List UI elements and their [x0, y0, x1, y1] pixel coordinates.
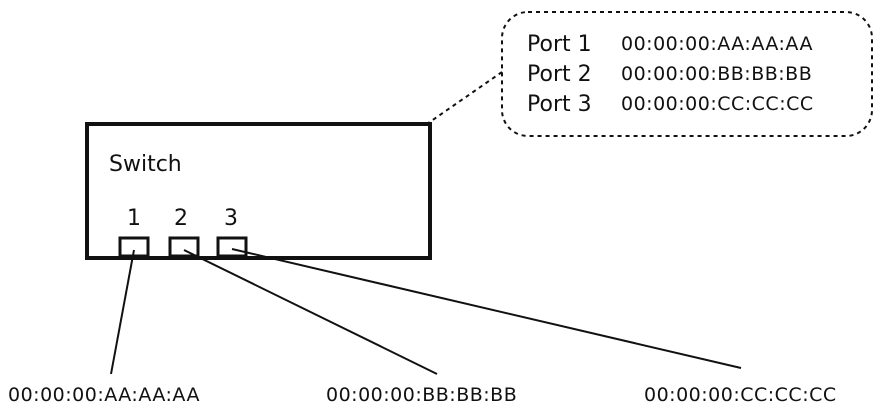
- switch-box: [85, 122, 432, 260]
- switch-label: Switch: [109, 152, 182, 177]
- port-socket-3: [216, 236, 248, 258]
- host-mac-1: 00:00:00:AA:AA:AA: [8, 384, 200, 406]
- mac-table-port-2: Port 2: [527, 62, 592, 87]
- mac-table-mac-2: 00:00:00:BB:BB:BB: [621, 63, 812, 85]
- cable-port-2: [183, 249, 438, 375]
- mac-table-callout: [501, 11, 873, 137]
- port-number-1: 1: [127, 206, 141, 231]
- cable-port-1: [110, 249, 135, 375]
- mac-table-mac-3: 00:00:00:CC:CC:CC: [621, 93, 814, 115]
- port-number-2: 2: [174, 206, 188, 231]
- port-socket-1: [118, 236, 150, 258]
- mac-table-mac-1: 00:00:00:AA:AA:AA: [621, 33, 813, 55]
- mac-table-port-3: Port 3: [527, 92, 592, 117]
- host-mac-2: 00:00:00:BB:BB:BB: [326, 384, 517, 406]
- cable-port-3: [231, 248, 742, 369]
- port-number-3: 3: [224, 206, 238, 231]
- mac-table-port-1: Port 1: [527, 32, 592, 57]
- port-socket-2: [168, 236, 200, 258]
- host-mac-3: 00:00:00:CC:CC:CC: [644, 384, 837, 406]
